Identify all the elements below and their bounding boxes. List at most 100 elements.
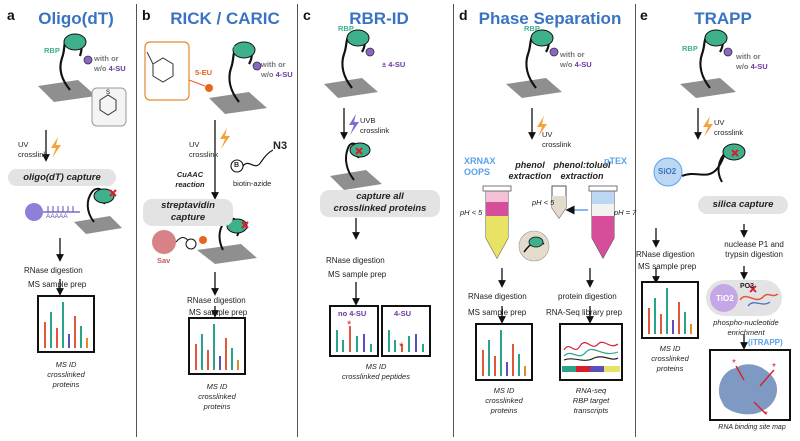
panel-title: Phase Separation bbox=[478, 9, 622, 28]
left-step-ms-prep: MS sample prep bbox=[468, 308, 527, 317]
rbp-icon bbox=[232, 41, 256, 59]
uv-crosslink-label: UV crosslink bbox=[714, 118, 744, 137]
silica-capture-pill: silica capture bbox=[698, 196, 788, 214]
right-tube-icon bbox=[588, 185, 618, 260]
panel-title: TRAPP bbox=[694, 9, 752, 28]
bead-icon bbox=[25, 203, 43, 221]
biotin-b-label: B bbox=[234, 162, 240, 169]
panel-title: Oligo(dT) bbox=[38, 9, 114, 28]
wo-4su-label: w/o 4-SU bbox=[560, 60, 592, 69]
with-or-label: with or bbox=[736, 52, 761, 61]
panel-letter: c bbox=[303, 7, 311, 23]
foursu-dot-icon bbox=[549, 47, 559, 57]
uvb-crosslink-label: UVB crosslink bbox=[360, 116, 390, 135]
foursu-dot-icon bbox=[83, 55, 93, 65]
panel-c-graphics: * * bbox=[324, 29, 431, 357]
crosslink-x-icon bbox=[109, 189, 117, 197]
ms-result-box bbox=[475, 323, 533, 381]
su-label: 4-SU bbox=[750, 62, 768, 71]
polya-label: AAAAA bbox=[46, 213, 68, 220]
crosslink-x-icon bbox=[731, 149, 739, 157]
divider-c-d bbox=[453, 4, 454, 437]
right-result-caption: RNA binding site map bbox=[718, 424, 786, 431]
divider-a-b bbox=[136, 4, 137, 437]
wo-4su-label: w/o 4-SU bbox=[94, 64, 126, 73]
wo-4su-label: w/o 4-SU bbox=[736, 62, 768, 71]
site-star-icon: * bbox=[732, 358, 736, 369]
pyrimidine-ring-icon bbox=[99, 94, 117, 116]
foursu-dot-icon bbox=[365, 47, 375, 57]
biotin-azide-label: biotin-azide bbox=[233, 179, 272, 188]
xrnax-oops-label: XRNAX OOPS bbox=[464, 156, 496, 177]
silica-bead-icon bbox=[653, 157, 683, 187]
ms-result-box bbox=[641, 281, 699, 339]
wo-prefix: w/o bbox=[94, 64, 109, 73]
sav-label: Sav bbox=[157, 256, 171, 265]
protein-structure-icon bbox=[718, 364, 778, 415]
crosslink-x-icon bbox=[241, 221, 249, 229]
crosslink-x-icon bbox=[355, 147, 363, 155]
rbp-label: RBP bbox=[338, 24, 354, 33]
right-step-protein-digestion: protein digestion bbox=[558, 292, 617, 301]
panel-title: RBR-ID bbox=[349, 9, 409, 28]
panel-letter: b bbox=[142, 7, 151, 23]
step-rnase: RNase digestion bbox=[326, 256, 385, 265]
itrapp-label: (iTRAPP) bbox=[748, 338, 783, 347]
result-caption: MS ID crosslinked peptides bbox=[342, 362, 410, 381]
step-ms-prep: MS sample prep bbox=[189, 308, 248, 317]
panel-a-graphics: S bbox=[25, 33, 127, 353]
wo-prefix: w/o bbox=[736, 62, 751, 71]
panel-title: RICK / CARIC bbox=[170, 9, 280, 28]
with-or-label: with or bbox=[560, 50, 585, 59]
step-rnase: RNase digestion bbox=[24, 266, 83, 275]
rbp-icon bbox=[530, 29, 554, 47]
phenol-extraction-label: phenol extraction bbox=[508, 160, 552, 181]
su-label: 4-SU bbox=[574, 60, 592, 69]
left-step-rnase: RNase digestion bbox=[636, 250, 695, 259]
uridine-ring-icon bbox=[152, 57, 174, 83]
tio2-label: TiO2 bbox=[716, 294, 734, 303]
left-result-caption: MS ID crosslinked proteins bbox=[485, 386, 523, 415]
streptavidin-bead-icon bbox=[152, 230, 176, 254]
uv-crosslink-label: UV crosslink bbox=[189, 140, 219, 159]
rbp-icon bbox=[63, 33, 87, 51]
ph-left-label: pH < 5 bbox=[460, 208, 483, 217]
right-result-caption: RNA-seq RBP target transcripts bbox=[572, 386, 610, 415]
site-star-icon: * bbox=[772, 362, 776, 373]
uv-bolt-icon bbox=[51, 137, 61, 158]
panel-trapp: e TRAPP bbox=[636, 0, 800, 441]
wo-prefix: w/o bbox=[261, 70, 276, 79]
wo-prefix: w/o bbox=[560, 60, 575, 69]
rbp-icon bbox=[346, 29, 370, 47]
panel-letter: d bbox=[459, 7, 468, 23]
ms-result-box bbox=[188, 317, 246, 375]
eu-label: 5-EU bbox=[195, 68, 213, 77]
step-rnase: RNase digestion bbox=[187, 296, 246, 305]
panel-letter: a bbox=[7, 7, 15, 23]
panel-letter: e bbox=[640, 7, 648, 23]
ms-result-box bbox=[37, 295, 95, 353]
left-step-ms-prep: MS sample prep bbox=[638, 262, 697, 271]
right-step-nuclease: nuclease P1 and trypsin digestion bbox=[724, 240, 784, 259]
su-label: ± 4-SU bbox=[382, 60, 406, 69]
streptavidin-capture-pill: streptavidin capture bbox=[143, 199, 233, 226]
ptex-label: pTEX bbox=[604, 156, 628, 166]
rbp-label: RBP bbox=[524, 24, 540, 33]
panel-rbr-id: c RBR-ID * * RBP bbox=[298, 0, 453, 441]
result-caption: MS ID crosslinked proteins bbox=[198, 382, 236, 411]
site-star-icon: * bbox=[764, 410, 768, 421]
sulfur-atom-icon: S bbox=[106, 90, 110, 96]
step-ms-prep: MS sample prep bbox=[28, 280, 87, 289]
with-or-label: with or bbox=[261, 60, 286, 69]
divider-b-c bbox=[297, 4, 298, 437]
su-label: 4-SU bbox=[108, 64, 126, 73]
po3-label: PO3 bbox=[740, 283, 755, 290]
capture-all-pill: capture all crosslinked proteins bbox=[320, 190, 440, 217]
surface-sheet-icon bbox=[38, 80, 96, 102]
uvb-bolt-icon bbox=[349, 114, 359, 135]
4su-label: 4-SU bbox=[394, 309, 412, 318]
uv-crosslink-label: UV crosslink bbox=[18, 140, 48, 159]
rbp-icon bbox=[704, 29, 728, 47]
ethynyl-uridine-box bbox=[144, 41, 190, 101]
thiouridine-structure-box bbox=[91, 87, 127, 127]
